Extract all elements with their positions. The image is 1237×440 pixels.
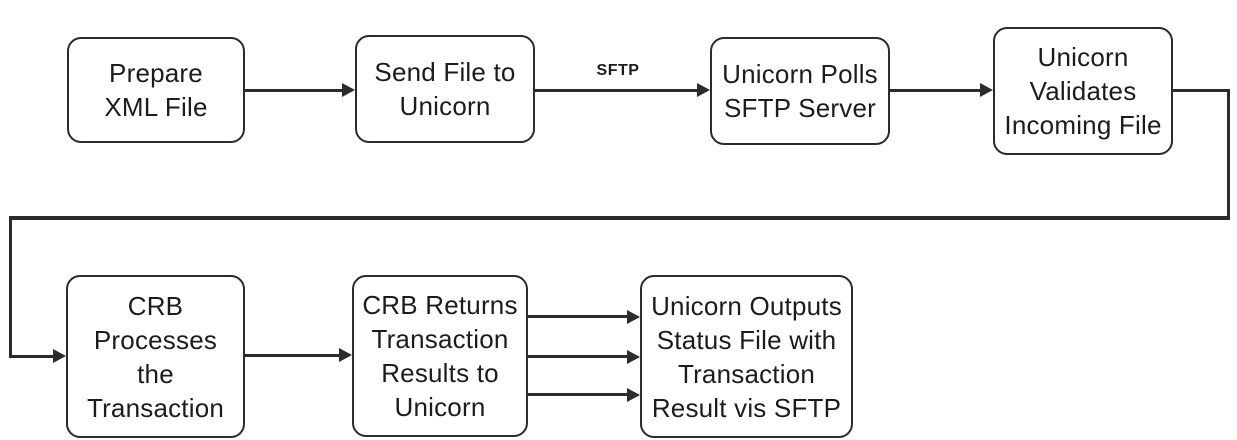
node-crb-processes-the-transaction: CRB Processes the Transaction — [66, 275, 245, 438]
node-label: Prepare XML File — [104, 58, 208, 122]
edge-line-polls-to-validates — [890, 89, 983, 92]
edge-line-returns-to-outputs-2 — [528, 355, 629, 358]
arrowhead-returns-to-outputs-3 — [627, 388, 640, 402]
node-unicorn-polls-sftp-server: Unicorn Polls SFTP Server — [710, 37, 890, 145]
node-send-file-to-unicorn: Send File to Unicorn — [355, 35, 535, 143]
arrowhead-prepare-to-send — [342, 83, 355, 97]
connector-segment-into-crb-processes — [9, 355, 55, 358]
node-label: Send File to Unicorn — [374, 57, 516, 121]
edge-label-sftp: SFTP — [596, 62, 640, 79]
node-prepare-xml-file: Prepare XML File — [67, 37, 245, 143]
node-label: Unicorn Validates Incoming File — [1004, 42, 1162, 140]
edge-line-returns-to-outputs-3 — [528, 393, 629, 396]
arrowhead-into-crb-processes — [53, 349, 66, 363]
edge-line-returns-to-outputs-1 — [528, 315, 629, 318]
node-unicorn-outputs-status-file: Unicorn Outputs Status File with Transac… — [640, 275, 853, 438]
node-label: Unicorn Outputs Status File with Transac… — [651, 290, 842, 423]
arrowhead-returns-to-outputs-1 — [627, 310, 640, 324]
node-label: CRB Processes the Transaction — [86, 290, 225, 423]
edge-line-send-to-polls — [535, 89, 700, 92]
edge-line-prepare-to-send — [245, 89, 345, 92]
arrowhead-processes-to-returns — [339, 348, 352, 362]
node-unicorn-validates-incoming-file: Unicorn Validates Incoming File — [993, 27, 1173, 155]
connector-segment-across-middle — [9, 216, 1230, 220]
arrowhead-send-to-polls — [697, 83, 710, 97]
arrowhead-polls-to-validates — [980, 83, 993, 97]
arrowhead-returns-to-outputs-2 — [627, 350, 640, 364]
connector-segment-out-of-validates — [1173, 89, 1230, 92]
edge-line-processes-to-returns — [245, 354, 342, 357]
node-crb-returns-transaction-results: CRB Returns Transaction Results to Unico… — [352, 275, 528, 437]
connector-segment-left-edge-down — [9, 216, 12, 358]
node-label: CRB Returns Transaction Results to Unico… — [362, 290, 518, 422]
connector-segment-right-edge-down — [1227, 89, 1230, 219]
node-label: Unicorn Polls SFTP Server — [722, 59, 878, 123]
